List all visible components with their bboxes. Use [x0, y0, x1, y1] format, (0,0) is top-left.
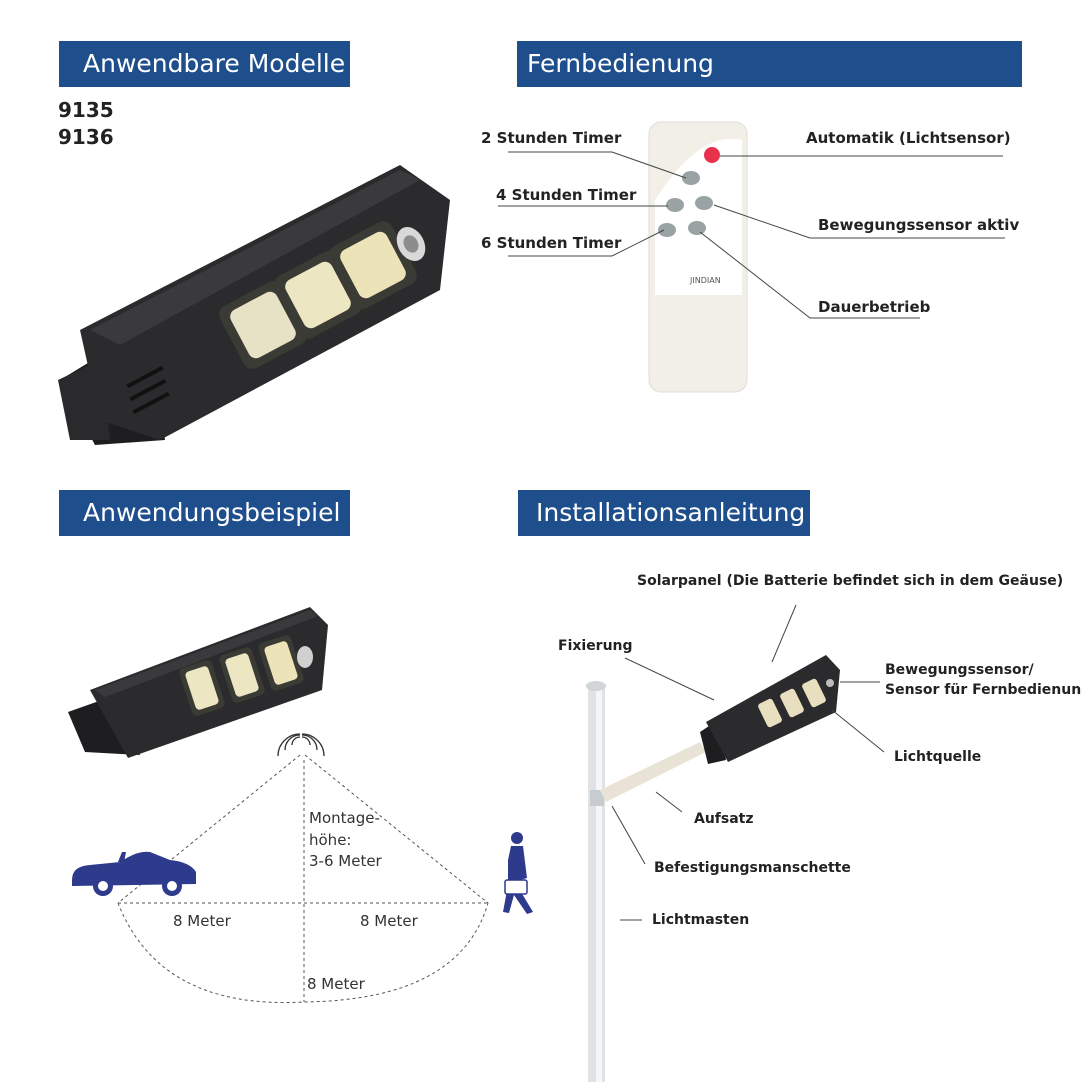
led-panel — [329, 221, 417, 309]
label-mount: Aufsatz — [694, 811, 754, 827]
header-example: Anwendungsbeispiel — [59, 490, 350, 536]
label-timer-4h: 4 Stunden Timer — [496, 186, 637, 204]
distance-right: 8 Meter — [360, 912, 418, 930]
model-number: 9136 — [58, 125, 114, 149]
install-lamp — [700, 655, 840, 764]
label-solar-panel: Solarpanel (Die Batterie befindet sich i… — [637, 573, 1064, 589]
car-icon — [72, 851, 196, 896]
mount-height-value: 3-6 Meter — [309, 852, 382, 870]
label-light-source: Lichtquelle — [894, 749, 982, 765]
label-sensor: Bewegungssensor/ — [885, 662, 1034, 678]
sensor-wave-icon — [277, 733, 325, 757]
label-motion: Bewegungssensor aktiv — [818, 216, 1020, 234]
remote-brand: JINDIAN — [690, 276, 721, 285]
off-button — [704, 147, 720, 163]
label-continuous: Dauerbetrieb — [818, 298, 931, 316]
distance-left: 8 Meter — [173, 912, 231, 930]
mount-arm — [600, 742, 706, 802]
remote-control — [648, 121, 748, 393]
header-install: Installationsanleitung — [518, 490, 810, 536]
label-auto: Automatik (Lichtsensor) — [806, 129, 1011, 147]
label-timer-6h: 6 Stunden Timer — [481, 234, 622, 252]
distance-bottom: 8 Meter — [307, 975, 365, 993]
label-pole: Lichtmasten — [652, 912, 750, 928]
header-models: Anwendbare Modelle — [59, 41, 350, 87]
model-number: 9135 — [58, 98, 114, 122]
label-fixing: Fixierung — [558, 638, 633, 654]
street-lamp-small — [68, 607, 328, 758]
mount-height-label: höhe: — [309, 831, 352, 849]
person-icon — [503, 832, 533, 914]
label-sensor-remote: Sensor für Fernbedienung — [885, 682, 1082, 698]
street-lamp-large — [58, 165, 450, 445]
light-pole — [586, 681, 606, 1082]
label-cuff: Befestigungsmanschette — [654, 860, 851, 876]
detection-area — [117, 754, 489, 1004]
header-remote: Fernbedienung — [517, 41, 1022, 87]
mount-height-label: Montage- — [309, 809, 380, 827]
label-timer-2h: 2 Stunden Timer — [481, 129, 622, 147]
